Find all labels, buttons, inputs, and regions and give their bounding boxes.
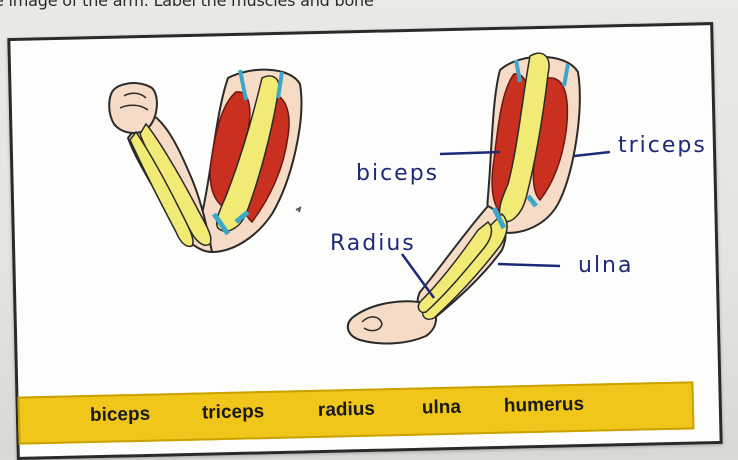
label-radius: Radius xyxy=(330,231,416,256)
word-bank-item: humerus xyxy=(504,394,585,418)
extended-arm-illustration xyxy=(348,53,580,343)
radius-leader-line xyxy=(402,254,434,298)
stray-pen-mark xyxy=(296,208,300,212)
word-bank-item: ulna xyxy=(422,397,462,420)
word-bank-item: triceps xyxy=(202,401,265,424)
label-biceps: biceps xyxy=(356,161,439,186)
ulna-leader-line xyxy=(498,264,560,266)
word-bank-item: biceps xyxy=(90,404,151,427)
flexed-arm-illustration xyxy=(109,70,301,252)
triceps-leader-line xyxy=(574,152,610,156)
word-bank-item: radius xyxy=(318,399,376,422)
label-triceps: triceps xyxy=(618,133,707,158)
label-ulna: ulna xyxy=(578,253,633,278)
